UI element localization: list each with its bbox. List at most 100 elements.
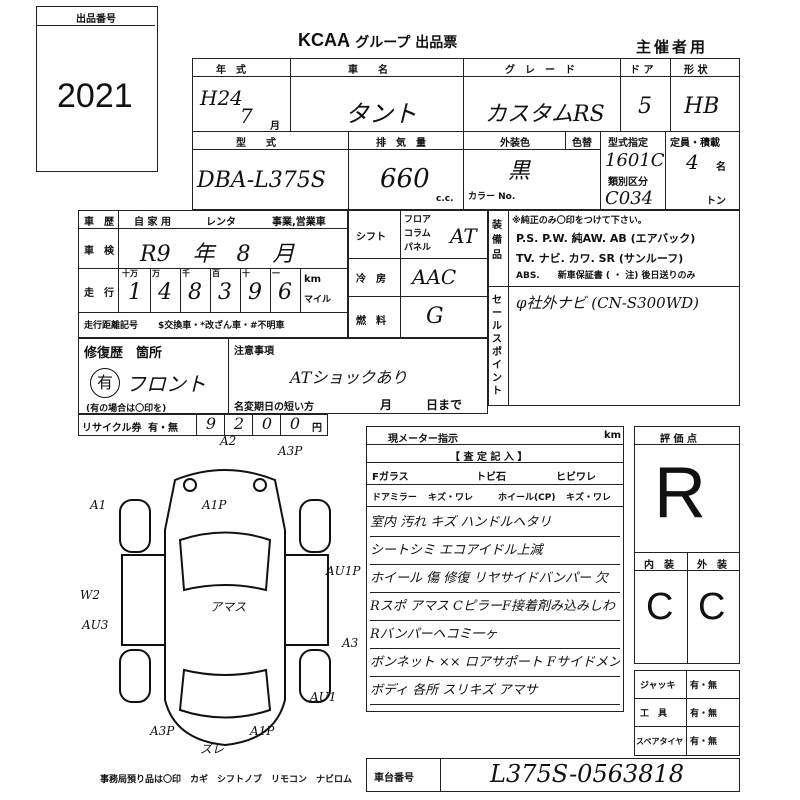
ac-label: 冷 房 (356, 274, 386, 285)
car-name-value: タント (345, 100, 417, 128)
damage-mark: アマス (210, 600, 247, 614)
front-glass-options: トビ石 (476, 472, 506, 483)
divider (348, 258, 488, 259)
exterior-label: 外 装 (697, 560, 727, 571)
inspection-value: R9 年 8 月 (140, 242, 295, 267)
mileage-digit: 6 (278, 280, 292, 305)
divider (78, 228, 348, 229)
capacity-value: 4 (686, 150, 699, 174)
shift-label: シフト (356, 232, 386, 243)
damage-mark: A1P (202, 498, 227, 512)
mile-label: マイル (304, 295, 332, 305)
model-value: DBA-L375S (197, 168, 326, 193)
tools-option: 有・無 (690, 709, 718, 719)
inspection-note-line: Rバンパーヘコミ一ヶ (370, 622, 620, 649)
model-label: 型 式 (236, 138, 276, 149)
mileage-unit: 十 (242, 269, 250, 278)
mileage-digit: 3 (218, 280, 232, 305)
divider (440, 758, 441, 792)
equipment-line-1: P.S. P.W. 純AW. AB (エアバック) (516, 232, 696, 245)
fuel-label: 燃 料 (356, 316, 386, 327)
recycle-digit: 0 (280, 414, 309, 436)
car-damage-diagram (119, 469, 331, 747)
record-text: $交換車・*改ざん車・#不明車 (158, 321, 285, 331)
repair-remarks-table (78, 338, 488, 414)
cc-unit: c.c. (436, 194, 454, 204)
lot-number: 2021 (57, 77, 133, 115)
color-swap-label: 色替 (572, 138, 592, 149)
lot-box: 出品番号 2021 (36, 6, 158, 172)
door-mirror-options: キズ・ワレ (428, 493, 474, 503)
ac-value: AAC (412, 265, 457, 289)
evaluation-label: 評 価 点 (660, 434, 697, 445)
meter-km: km (604, 430, 622, 441)
remarks-label: 注意事項 (234, 346, 274, 357)
repair-has-mark: 有 (90, 368, 120, 398)
divider (565, 131, 566, 149)
divider (348, 296, 488, 297)
divider (228, 338, 229, 414)
mileage-unit: 一 (272, 269, 280, 278)
damage-mark: A3P (278, 444, 303, 458)
inspection-note-line: ホイール 傷 修復 リヤサイドバンパー 欠 (370, 566, 620, 593)
remarks-text: ATショックあり (290, 368, 408, 387)
divider (634, 698, 740, 699)
inspection-note-line: ボンネット ×× ロアサポート Fサイドメンバーハニム (370, 650, 620, 677)
capacity-label: 定員・積載 (670, 138, 720, 149)
year-label: 年 式 (216, 65, 246, 76)
spare-label: スペアタイヤ (636, 737, 684, 746)
divider (600, 131, 601, 210)
divider (192, 76, 740, 77)
damage-mark: A1P (250, 724, 275, 738)
jack-option: 有・無 (690, 681, 718, 691)
recycle-digit: 0 (252, 414, 281, 436)
divider (620, 58, 621, 131)
fuel-value: G (426, 304, 444, 329)
wheel-options: キズ・ワレ (566, 493, 612, 503)
divider (687, 552, 688, 664)
jack-label: ジャッキ (640, 681, 676, 691)
history-label: 車 歴 (84, 217, 114, 228)
shape-value: HB (684, 94, 720, 119)
brand-logo: KCAA (298, 30, 350, 50)
chassis-table (366, 758, 740, 792)
evaluation-score: R (654, 453, 706, 533)
shift-column: コラム (404, 229, 431, 239)
vehicle-table (192, 58, 740, 210)
chassis-label: 車台番号 (374, 773, 414, 784)
rental-label: レンタ (206, 217, 236, 228)
divider (463, 58, 464, 210)
equipment-note: ※純正のみ〇印をつけて下さい。 (512, 216, 647, 226)
mileage-unit: 百 (212, 269, 220, 278)
divider (488, 286, 740, 287)
private-use-label: 自 家 用 (134, 217, 171, 228)
divider (508, 210, 509, 406)
damage-mark: AU1P (326, 564, 361, 578)
recycle-row (78, 414, 328, 436)
form-title: . グループ 出品票 (345, 35, 458, 51)
accessories-table (634, 670, 740, 756)
lot-label: 出品番号 (76, 14, 116, 25)
divider (37, 25, 155, 26)
displacement-label: 排 気 量 (376, 138, 426, 149)
type-spec-value: 1601C (605, 150, 665, 171)
damage-mark: A3 (342, 636, 359, 650)
year-value: H24 (200, 86, 243, 110)
divider (634, 726, 740, 727)
divider (366, 506, 624, 507)
name-change-day: 日まで (426, 398, 463, 412)
type-spec-label: 型式指定 (608, 138, 648, 149)
displacement-value: 660 (380, 164, 430, 194)
divider (192, 149, 600, 150)
mileage-unit: 千 (182, 269, 190, 278)
organizer-label: 主催者用 (636, 38, 709, 56)
shift-value: AT (450, 224, 477, 248)
class-value: C034 (605, 188, 654, 209)
equipment-label: 装備品 (492, 220, 502, 261)
inspection-note-line: ボディ 各所 スリキズ アマサ (370, 678, 620, 705)
